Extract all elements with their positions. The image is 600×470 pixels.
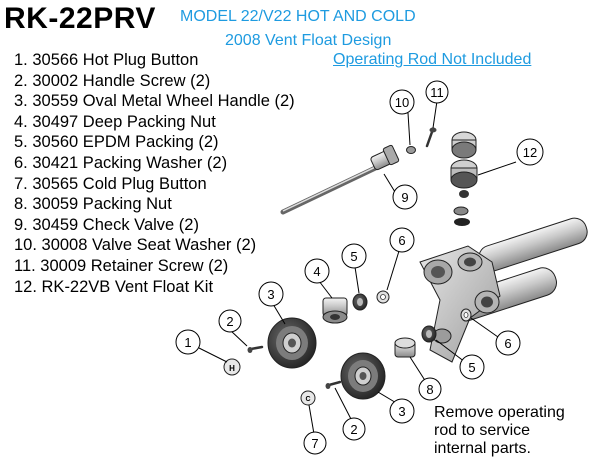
part-item: 11. 30009 Retainer Screw (2) [14, 256, 229, 275]
svg-text:7: 7 [311, 436, 318, 451]
cold-plug-button: C [300, 390, 316, 406]
svg-text:12: 12 [523, 145, 537, 160]
part-item: 9. 30459 Check Valve (2) [14, 215, 199, 234]
part-item: 10. 30008 Valve Seat Washer (2) [14, 236, 257, 255]
callout-12: 12 [516, 138, 544, 166]
part-item: 3. 30559 Oval Metal Wheel Handle (2) [14, 92, 295, 111]
callout-2b: 2 [342, 417, 366, 441]
service-note: Remove operating rod to service internal… [434, 404, 565, 458]
model-subtitle: MODEL 22/V22 HOT AND COLD [180, 8, 416, 25]
svg-text:2: 2 [226, 314, 233, 329]
hot-plug-button: H [223, 358, 241, 376]
part-item: 1. 30566 Hot Plug Button [14, 51, 199, 69]
svg-text:8: 8 [426, 382, 433, 397]
svg-text:4: 4 [313, 264, 320, 279]
part-item: 12. RK-22VB Vent Float Kit [14, 277, 214, 296]
valve-seat-washer [406, 146, 416, 154]
handle-screw-upper [247, 345, 264, 353]
operating-rod-link[interactable]: Operating Rod Not Included [333, 51, 532, 68]
faucet-body [419, 217, 588, 363]
retainer-screw [425, 127, 437, 148]
svg-text:H: H [229, 364, 235, 373]
service-note-line: rod to service [434, 422, 531, 439]
callout-6: 6 [389, 227, 415, 253]
handle-screw-lower [325, 380, 342, 389]
design-subtitle: 2008 Vent Float Design [225, 32, 392, 49]
svg-text:9: 9 [401, 190, 408, 205]
service-note-line: Remove operating [434, 404, 565, 421]
callout-9: 9 [392, 184, 418, 210]
packing-nut [394, 337, 416, 358]
part-item: 6. 30421 Packing Washer (2) [14, 153, 228, 172]
svg-text:10: 10 [395, 95, 409, 110]
svg-text:2: 2 [350, 422, 357, 437]
callout-1: 1 [175, 329, 201, 355]
wheel-handle-lower [340, 352, 386, 400]
part-item: 8. 30059 Packing Nut [14, 195, 172, 214]
svg-text:6: 6 [398, 233, 405, 248]
leader-lines [198, 100, 517, 435]
part-item: 7. 30565 Cold Plug Button [14, 174, 207, 193]
service-note-line: internal parts. [434, 440, 531, 457]
svg-text:5: 5 [468, 360, 475, 375]
vent-float-kit [450, 131, 478, 226]
svg-text:6: 6 [504, 336, 511, 351]
check-valve [280, 144, 400, 215]
svg-text:3: 3 [267, 287, 274, 302]
page-title: RK-22PRV [4, 2, 156, 35]
callout-4: 4 [304, 258, 330, 284]
callout-3b: 3 [389, 398, 415, 424]
svg-text:1: 1 [184, 335, 191, 350]
svg-text:3: 3 [398, 404, 405, 419]
callout-3: 3 [258, 281, 284, 307]
wheel-handle-upper [267, 317, 317, 369]
svg-text:C: C [305, 396, 310, 403]
callout-10: 10 [389, 89, 415, 115]
callout-7: 7 [303, 431, 327, 455]
part-item: 2. 30002 Handle Screw (2) [14, 71, 211, 90]
svg-text:11: 11 [430, 85, 444, 100]
callout-2: 2 [218, 309, 242, 333]
part-item: 5. 30560 EPDM Packing (2) [14, 133, 219, 152]
svg-text:5: 5 [350, 249, 357, 264]
callout-5b: 5 [459, 354, 485, 380]
parts-list: 1. 30566 Hot Plug Button 2. 30002 Handle… [14, 50, 295, 297]
callout-5: 5 [341, 243, 367, 269]
part-item: 4. 30497 Deep Packing Nut [14, 112, 216, 131]
callout-11: 11 [425, 80, 449, 104]
deep-packing-nut [322, 297, 348, 324]
callout-8: 8 [418, 377, 442, 401]
callout-6b: 6 [495, 330, 521, 356]
